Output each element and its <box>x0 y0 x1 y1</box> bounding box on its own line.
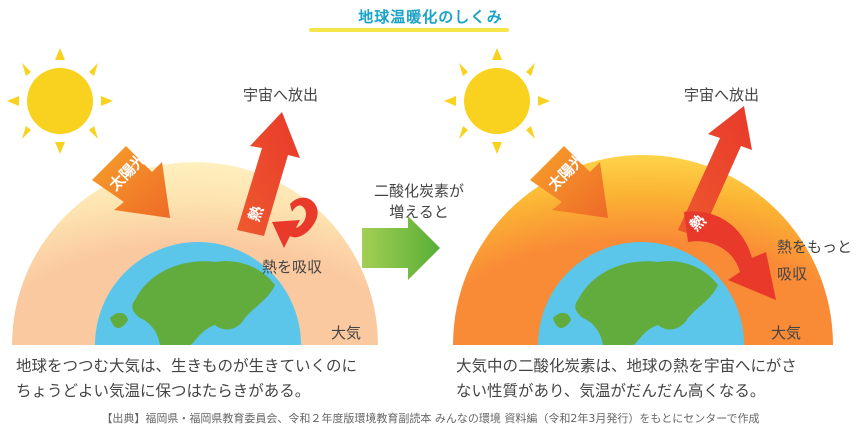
left-scene <box>7 48 378 345</box>
heat-arrow-left <box>237 112 300 236</box>
left-atmosphere-label: 大気 <box>331 324 362 342</box>
co2-increase-label: 二酸化炭素が 増えると <box>366 180 472 222</box>
co2-increase-line2: 増えると <box>389 203 449 221</box>
right-scene <box>444 48 833 345</box>
right-atmosphere-label: 大気 <box>771 324 802 342</box>
right-description-line1: 大気中の二酸化炭素は、地球の熱を宇宙へにがさ <box>456 357 797 375</box>
left-description-line2: ちょうどよい気温に保つはたらきがある。 <box>16 382 311 400</box>
heat-arrow-right-down <box>684 211 776 300</box>
earth-right <box>538 242 744 345</box>
sun-right <box>444 48 550 154</box>
earth-left <box>95 242 301 345</box>
sunlight-arrow-left <box>92 146 170 218</box>
right-description-line2: ない性質があり、気温がだんだん高くなる。 <box>456 382 766 400</box>
left-description: 地球をつつむ大気は、生きものが生きていくのに ちょうどよい気温に保つはたらきがあ… <box>16 354 436 404</box>
source-credit: 【出典】福岡県・福岡県教育委員会、令和２年度版環境教育副読本 みんなの環境 資料… <box>101 412 760 425</box>
right-space-label: 宇宙へ放出 <box>684 86 760 104</box>
right-absorb-more-line2: 吸収 <box>777 265 808 283</box>
right-absorb-more-line1: 熱をもっと <box>777 238 853 256</box>
co2-increase-line1: 二酸化炭素が <box>373 182 464 200</box>
left-description-line1: 地球をつつむ大気は、生きものが生きていくのに <box>16 357 358 375</box>
transition-arrow <box>362 216 440 280</box>
sun-left <box>7 48 113 154</box>
title-underline <box>309 28 509 32</box>
right-description: 大気中の二酸化炭素は、地球の熱を宇宙へにがさ ない性質があり、気温がだんだん高く… <box>456 354 856 404</box>
heat-curl-left <box>272 197 318 248</box>
sunlight-arrow-right <box>530 146 608 218</box>
left-space-label: 宇宙へ放出 <box>243 86 319 104</box>
left-absorb-label: 熱を吸収 <box>262 258 323 276</box>
diagram-title: 地球温暖化のしくみ <box>358 8 503 26</box>
heat-arrow-right-up <box>678 106 752 238</box>
